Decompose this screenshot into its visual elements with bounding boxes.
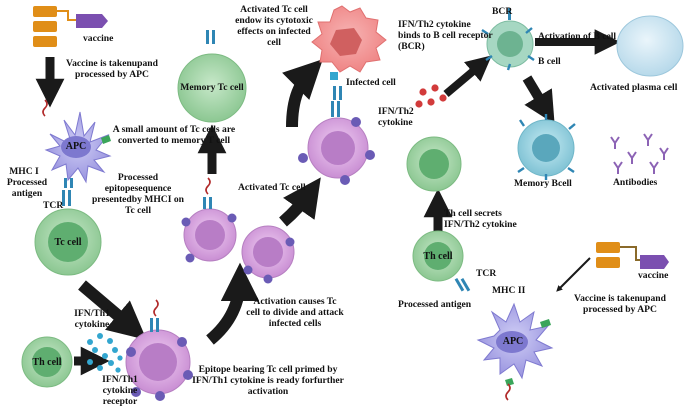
memory-tc-label: Memory Tc cell [180, 82, 244, 93]
infected-cell-label: Infected cell [346, 77, 396, 88]
ifn-th2-cytokines [415, 84, 447, 108]
arrow-tc-to-primed [78, 280, 147, 340]
epitope-sequence-label: Processed epitopesequence presentedby MH… [91, 172, 185, 216]
bcr-label: BCR [492, 6, 513, 17]
ifn-th1-cytokines [87, 333, 123, 373]
small-amount-label: A small amount of Tc cells are converted… [112, 124, 236, 146]
activated-tc-label: Activated Tc cell [238, 182, 306, 193]
b-cell-label: B cell [538, 56, 561, 67]
vaccine-icon-top [33, 6, 108, 47]
activation-causes-label: Activation causes Tc cell to divide and … [246, 296, 344, 329]
epitope-bearing-label: Epitope bearing Tc cell primed by IFN/Th… [192, 364, 344, 397]
mhc2-label: MHC II [492, 285, 526, 296]
antibodies-icon [610, 133, 669, 174]
arrow-dividing-to-activated [279, 177, 321, 227]
vaccine-right-label: vaccine [638, 270, 669, 281]
arrow-activated-to-infected [282, 59, 323, 128]
ifn-th2-cytokine-label: IFN/Th2 cytokine [378, 106, 414, 128]
th-secretes-label: Th cell secrets IFN/Th2 cytokine [444, 208, 517, 230]
activation-b-label: Activation of B cell [538, 31, 617, 42]
arrow-primed-to-dividing [206, 262, 260, 345]
vaccine-taken-right-label: Vaccine is takenupand processed by APC [574, 293, 666, 315]
infected-cell [311, 5, 387, 100]
apc-label-left: APC [65, 141, 87, 152]
apc-cell-left [42, 99, 112, 188]
flow-arrows [35, 29, 621, 376]
arrow-bcell-to-memory [522, 75, 555, 124]
tc-cell-left [34, 190, 102, 276]
ifn-th1-cytokine-label: IFN/Th1 cytokine [74, 308, 110, 330]
vaccine-label-top: vaccine [83, 33, 114, 44]
primed-tc-cell [125, 299, 193, 401]
tcr-left-label: TCR [43, 200, 64, 211]
dividing-tc-cells [181, 177, 295, 284]
antibodies-label: Antibodies [613, 177, 658, 188]
apc-label-right: APC [502, 336, 524, 347]
processed-antigen-left-label: Processed antigen [6, 177, 48, 199]
th-cell-left [21, 336, 73, 388]
activated-plasma-label: Activated plasma cell [590, 82, 678, 93]
apc-cell-right [476, 302, 554, 401]
tcr-right-label: TCR [476, 268, 497, 279]
memory-tc-cell [177, 30, 247, 123]
th-cell-left-label: Th cell [32, 357, 62, 368]
b-cell [481, 8, 535, 71]
tc-cell-label: Tc cell [54, 237, 82, 248]
memory-b-cell [517, 114, 576, 180]
th-cell-right-label: Th cell [423, 251, 453, 262]
tc-endow-label: Activated Tc cell endow its cytotoxic ef… [235, 4, 313, 48]
vaccine-taken-label-top: Vaccine is takenupand processed by APC [66, 58, 158, 80]
plasma-cell [616, 15, 684, 77]
ifn-th1-receptor-label: IFN/Th1 cytokine receptor [102, 374, 138, 407]
memory-bcell-label: Memory Bcell [514, 178, 572, 189]
vaccine-icon-right [596, 242, 669, 269]
arrow-vaccine-to-apc-right [556, 257, 591, 292]
activated-tc-cell [298, 101, 375, 185]
th-cell-right [406, 136, 471, 292]
arrow-cytokine-to-bcell [443, 55, 492, 98]
mhc1-label: MHC I [9, 166, 39, 177]
processed-antigen-right-label: Processed antigen [398, 299, 472, 310]
ifn-th2-binds-label: IFN/Th2 cytokine binds to B cell recepto… [398, 19, 493, 52]
